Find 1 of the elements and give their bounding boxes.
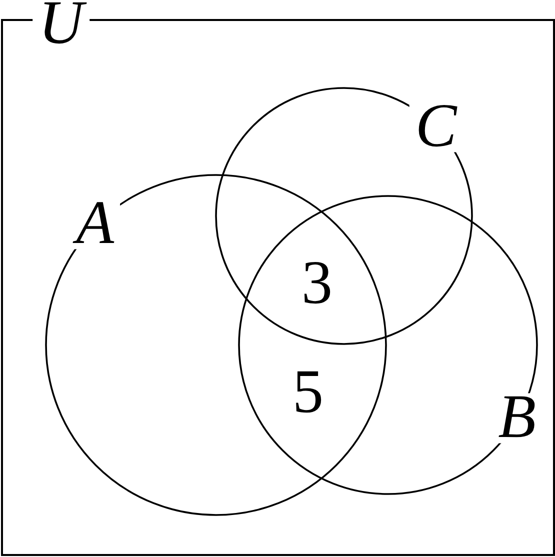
set-label: A	[70, 199, 120, 249]
